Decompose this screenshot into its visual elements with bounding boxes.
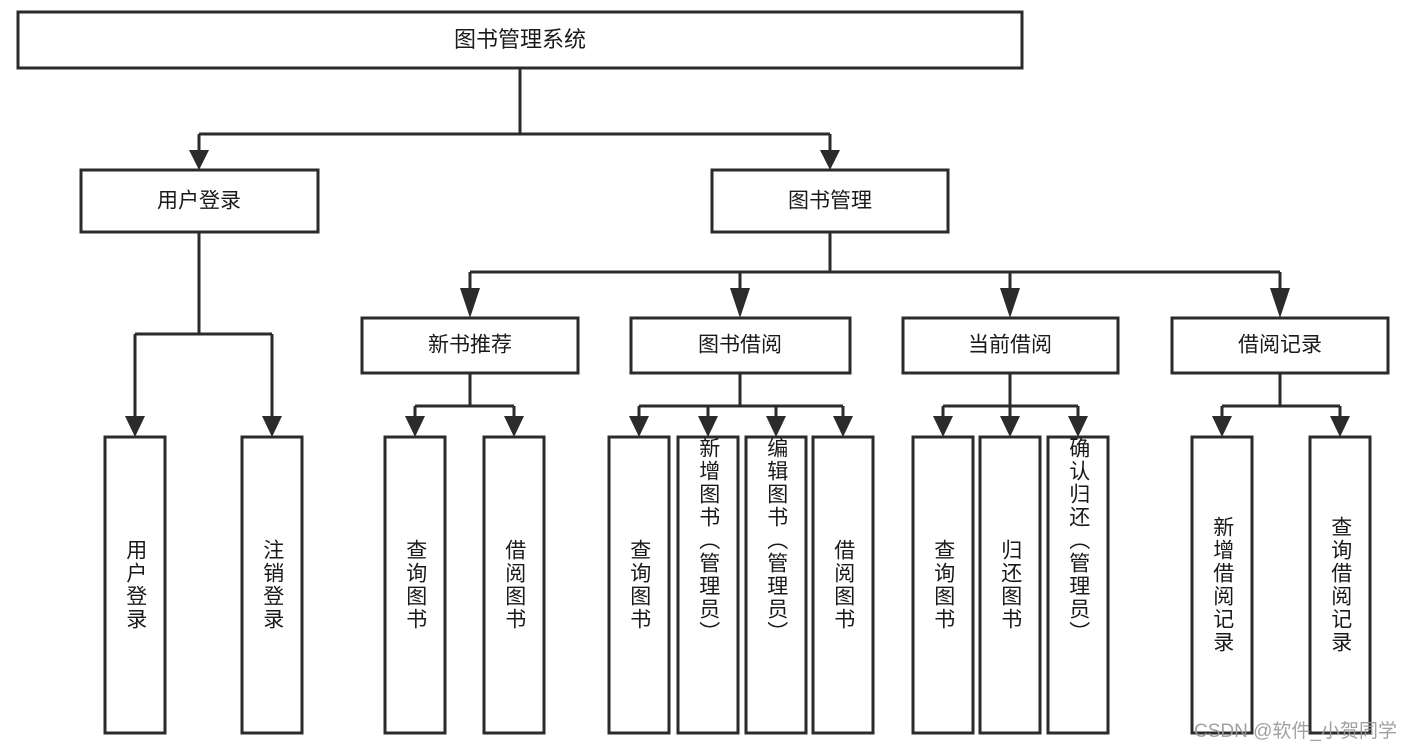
- node-current-borrow[interactable]: 当前借阅: [901, 316, 1120, 375]
- leaf-box-user-login-logout[interactable]: [240, 435, 304, 735]
- leaf-box-cb-return-book[interactable]: [978, 435, 1042, 735]
- node-book-borrow-label: 图书借阅: [698, 334, 782, 357]
- node-layer: 图书管理系统 用户登录 图书管理 新书推荐 图书借阅 当前: [16, 10, 1390, 735]
- arrow-head-book-borrow: [730, 288, 750, 318]
- leaf-box-user-login-login[interactable]: [103, 435, 167, 735]
- arrow-head-cb-leaf-1: [933, 416, 953, 437]
- arrow-head-bb-leaf-4: [833, 416, 853, 437]
- node-new-book-recommend[interactable]: 新书推荐: [360, 316, 580, 375]
- node-user-login-label: 用户登录: [157, 190, 241, 213]
- connector-layer: [125, 68, 1350, 437]
- leaf-box-cb-confirm-return-admin[interactable]: [1046, 435, 1110, 735]
- leaf-box-cb-query-book[interactable]: [911, 435, 975, 735]
- arrow-head-bb-leaf-1: [629, 416, 649, 437]
- arrow-head-br-leaf-2: [1330, 416, 1350, 437]
- leaf-box-nbr-query-book[interactable]: [383, 435, 447, 735]
- node-root-book-management-system[interactable]: 图书管理系统: [16, 10, 1024, 70]
- arrow-head-cb-leaf-2: [1000, 416, 1020, 437]
- arrow-head-book-management: [820, 150, 840, 170]
- arrow-head-nb-leaf-1: [405, 416, 425, 437]
- node-book-management-label: 图书管理: [788, 190, 872, 213]
- node-borrow-record[interactable]: 借阅记录: [1170, 316, 1390, 375]
- arrow-head-current-borrow: [1000, 288, 1020, 318]
- node-new-book-recommend-label: 新书推荐: [428, 334, 512, 357]
- arrow-head-nb-leaf-2: [504, 416, 524, 437]
- leaf-box-bb-query-book[interactable]: [607, 435, 671, 735]
- leaf-box-br-add-record[interactable]: [1190, 435, 1254, 735]
- arrow-head-leaf-user-login: [125, 416, 145, 437]
- arrow-head-cb-leaf-3: [1068, 416, 1088, 437]
- leaf-box-bb-edit-book-admin[interactable]: [744, 435, 808, 735]
- arrow-head-borrow-record: [1270, 288, 1290, 318]
- arrow-head-br-leaf-1: [1212, 416, 1232, 437]
- node-current-borrow-label: 当前借阅: [968, 334, 1052, 357]
- arrow-head-user-login: [189, 150, 209, 170]
- node-book-borrow[interactable]: 图书借阅: [629, 316, 852, 375]
- leaf-box-bb-add-book-admin[interactable]: [676, 435, 740, 735]
- leaf-box-bb-borrow-book[interactable]: [811, 435, 875, 735]
- arrow-head-leaf-logout: [262, 416, 282, 437]
- leaf-box-br-query-record[interactable]: [1308, 435, 1372, 735]
- arrow-head-bb-leaf-2: [698, 416, 718, 437]
- arrow-head-bb-leaf-3: [766, 416, 786, 437]
- node-root-label: 图书管理系统: [454, 27, 586, 52]
- node-book-management[interactable]: 图书管理: [710, 168, 950, 234]
- leaf-box-nbr-borrow-book[interactable]: [482, 435, 546, 735]
- node-borrow-record-label: 借阅记录: [1238, 334, 1322, 357]
- arrow-head-new-book-recommend: [460, 288, 480, 318]
- node-user-login[interactable]: 用户登录: [79, 168, 320, 234]
